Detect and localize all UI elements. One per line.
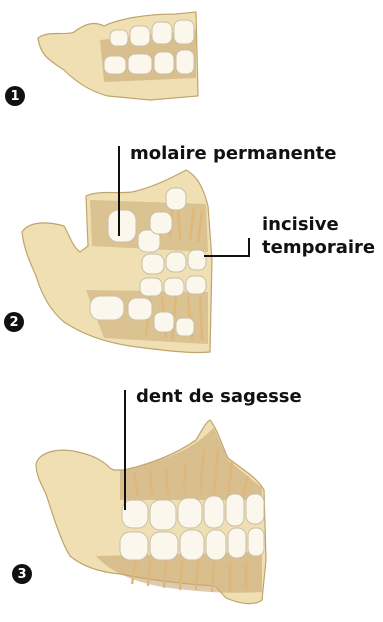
dent-de-sagesse-leader-line <box>124 390 126 510</box>
incisive-label-line2: temporaire <box>262 237 375 258</box>
incisive-label-line1: incisive <box>262 214 339 235</box>
jaw-3-lower-teeth <box>120 528 264 560</box>
stage-number-badge: 1 <box>5 86 25 106</box>
incisive-temporaire-leader-vertical <box>248 238 250 256</box>
dent-de-sagesse-label: dent de sagesse <box>136 386 302 407</box>
molaire-permanente-label: molaire permanente <box>130 143 336 164</box>
molaire-permanente-leader-line <box>118 146 120 236</box>
incisive-temporaire-leader-horizontal <box>204 255 250 257</box>
stage-number-badge: 3 <box>12 564 32 584</box>
stage-number-badge: 2 <box>4 312 24 332</box>
